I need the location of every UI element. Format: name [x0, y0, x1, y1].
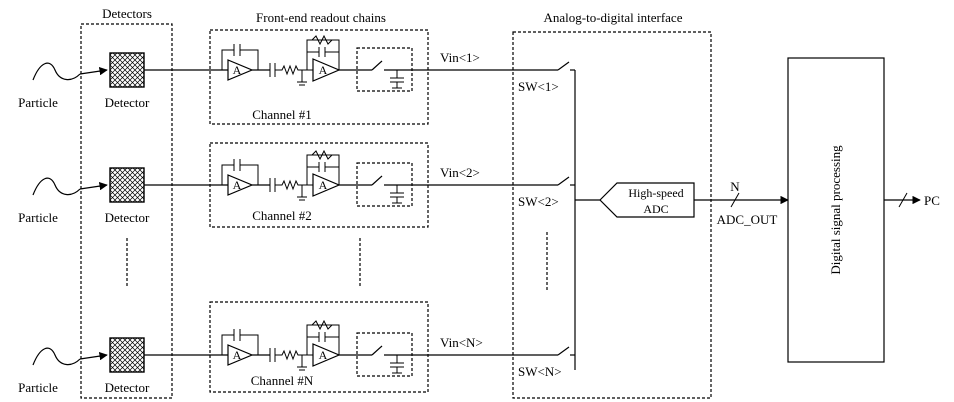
- switch-label: SW<2>: [518, 194, 559, 209]
- sample-switch: [371, 345, 383, 356]
- input-resistor: [275, 179, 313, 191]
- detectors-section-title: Detectors: [102, 6, 152, 21]
- input-resistor: [275, 64, 313, 76]
- shaper-label: A: [319, 348, 328, 362]
- preamp-label: A: [233, 348, 242, 362]
- shaper-feedback-resistor: [311, 149, 333, 161]
- sample-hold-box: [356, 47, 413, 92]
- shaper-triangle: [312, 58, 341, 82]
- switch-label: SW<N>: [518, 364, 562, 379]
- particle-label: Particle: [18, 95, 58, 110]
- interface-switch: [557, 176, 570, 186]
- shaper-feedback-outer: [306, 154, 340, 185]
- preamp-label: A: [233, 178, 242, 192]
- detector-label: Detector: [105, 380, 150, 395]
- dsp-label: Digital signal processing: [828, 145, 843, 275]
- hold-capacitor: [390, 70, 404, 89]
- channel-row: Particle Detector A A Channel #2 Vin<2> SW<2>: [18, 142, 575, 228]
- preamp-feedback: [221, 164, 259, 185]
- input-resistor: [275, 349, 313, 361]
- preamp-triangle: [227, 59, 254, 81]
- shaper-triangle: [312, 173, 341, 197]
- hold-capacitor: [390, 185, 404, 204]
- particle-track: [32, 177, 81, 196]
- detector-element: [109, 167, 145, 203]
- ground-symbol: [297, 355, 307, 371]
- adc-out-label: ADC_OUT: [717, 212, 778, 227]
- hold-capacitor: [390, 355, 404, 374]
- channel-label: Channel #1: [252, 107, 312, 122]
- adc-label-line1: High-speed: [628, 186, 683, 200]
- shaper-label: A: [319, 178, 328, 192]
- vin-label: Vin<N>: [440, 335, 483, 350]
- sample-hold-box: [356, 332, 413, 377]
- frontend-section-title: Front-end readout chains: [256, 10, 386, 25]
- channel-row: Particle Detector A A Channel #1 Vin<1> SW<1>: [18, 29, 575, 125]
- particle-arrow: [79, 351, 108, 361]
- channel-box: [209, 301, 429, 393]
- shaper-feedback-outer: [306, 324, 340, 355]
- pc-bus-slash: [898, 192, 908, 208]
- sample-switch: [371, 175, 383, 186]
- sample-switch: [371, 60, 383, 71]
- channel-box: [209, 29, 429, 125]
- sample-hold-box: [356, 162, 413, 207]
- preamp-triangle: [227, 344, 254, 366]
- detector-label: Detector: [105, 210, 150, 225]
- vin-label: Vin<1>: [440, 50, 480, 65]
- bus-width-slash: [730, 192, 740, 208]
- vin-label: Vin<2>: [440, 165, 480, 180]
- detector-element: [109, 337, 145, 373]
- shaper-triangle: [312, 343, 341, 367]
- particle-track: [32, 62, 81, 81]
- particle-track: [32, 347, 81, 366]
- switch-label: SW<1>: [518, 79, 559, 94]
- particle-label: Particle: [18, 210, 58, 225]
- bus-width-label: N: [730, 179, 740, 194]
- channel-label: Channel #2: [252, 208, 312, 223]
- preamp-feedback: [221, 334, 259, 355]
- preamp-feedback: [221, 49, 259, 70]
- pc-label: PC: [924, 193, 940, 208]
- dsp-block: [787, 57, 885, 363]
- interface-section-title: Analog-to-digital interface: [544, 10, 683, 25]
- preamp-triangle: [227, 174, 254, 196]
- particle-arrow: [79, 181, 108, 191]
- interface-box: [512, 31, 712, 399]
- particle-label: Particle: [18, 380, 58, 395]
- shaper-feedback-resistor: [311, 34, 333, 46]
- interface-switch: [557, 346, 570, 356]
- detector-element: [109, 52, 145, 88]
- preamp-label: A: [233, 63, 242, 77]
- channel-label: Channel #N: [251, 373, 314, 388]
- particle-arrow: [79, 66, 108, 76]
- shaper-label: A: [319, 63, 328, 77]
- shaper-feedback-resistor: [311, 319, 333, 331]
- ground-symbol: [297, 70, 307, 86]
- channel-row: Particle Detector A A Channel #N Vin<N> SW<N>: [18, 301, 575, 395]
- ground-symbol: [297, 185, 307, 201]
- detectors-box: [80, 23, 173, 399]
- detector-label: Detector: [105, 95, 150, 110]
- adc-label-line2: ADC: [643, 202, 668, 216]
- shaper-feedback-outer: [306, 39, 340, 70]
- interface-switch: [557, 61, 570, 71]
